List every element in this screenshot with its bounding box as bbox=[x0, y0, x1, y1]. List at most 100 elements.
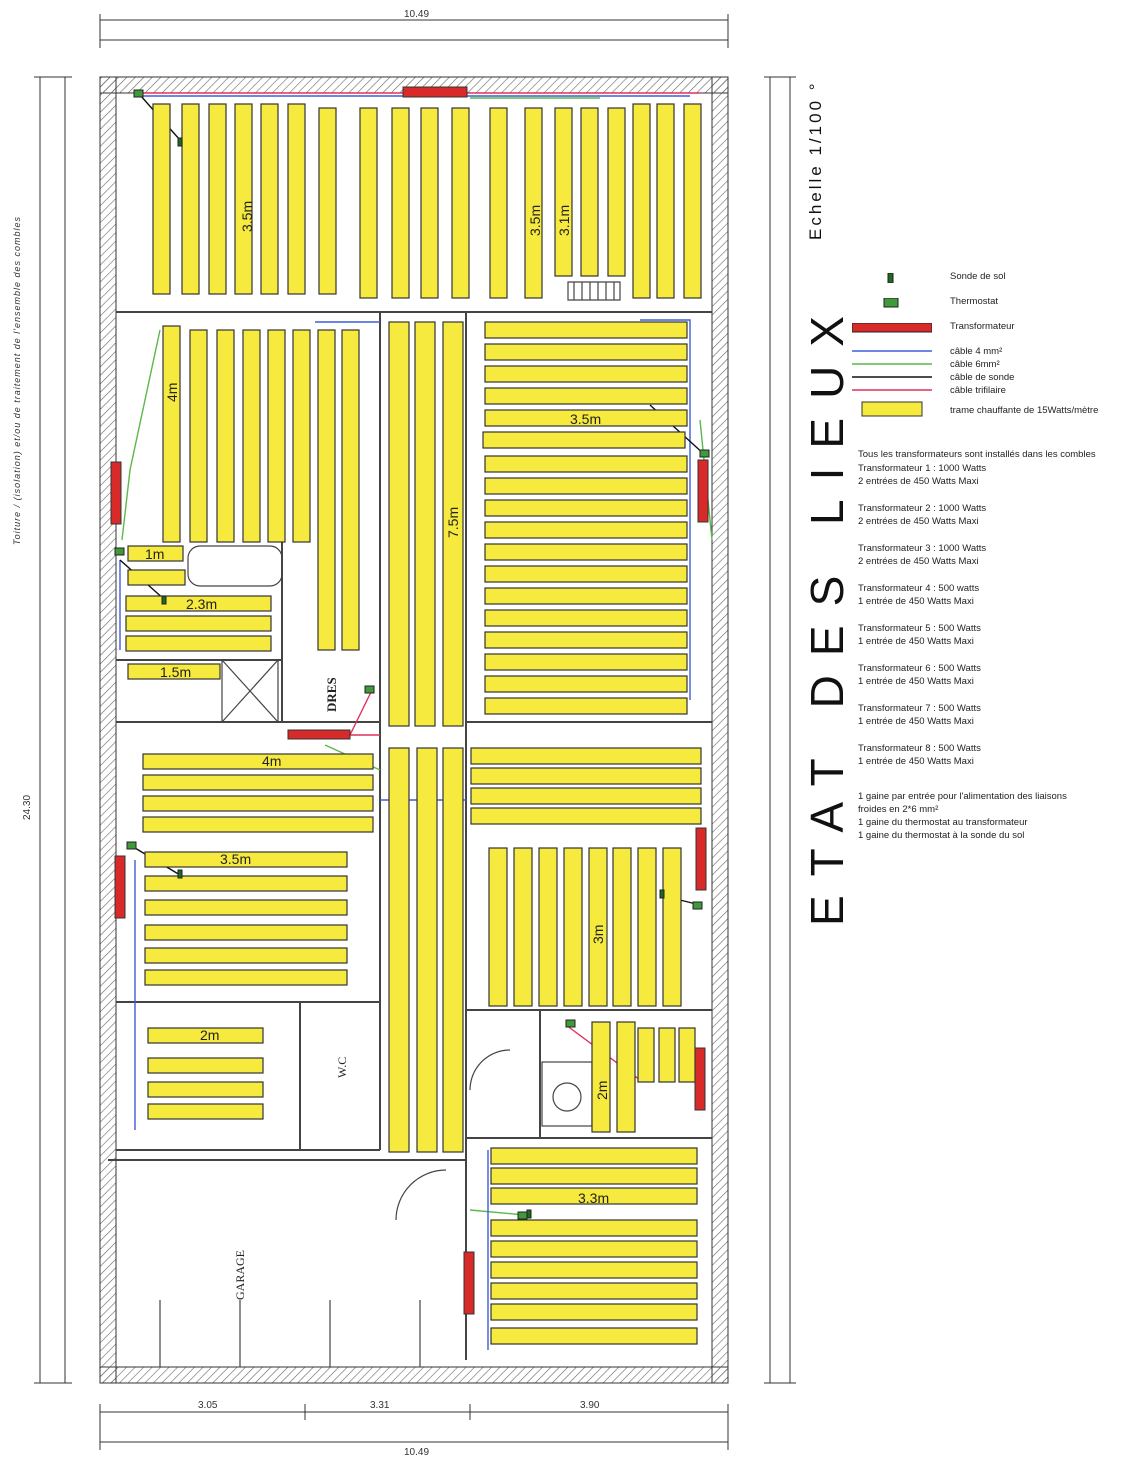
transformer-name: Transformateur 4 : 500 watts bbox=[858, 583, 980, 594]
heating-mat bbox=[420, 107, 439, 299]
heating-mat bbox=[484, 521, 688, 539]
transformer-detail: 2 entrées de 450 Watts Maxi bbox=[858, 556, 979, 567]
transformer-detail: 1 entrée de 450 Watts Maxi bbox=[858, 636, 974, 647]
transformer-icon bbox=[694, 1047, 706, 1111]
thermostat-icon bbox=[692, 901, 703, 910]
heating-mat bbox=[359, 107, 378, 299]
transformer-icon bbox=[697, 459, 709, 523]
heating-mat bbox=[607, 107, 626, 277]
heating-mat bbox=[484, 697, 688, 715]
heating-mat bbox=[580, 107, 599, 277]
heating-mat bbox=[181, 103, 200, 295]
heating-mat bbox=[588, 847, 608, 1007]
side-note: Toiture / (isolation) et/ou de traitemen… bbox=[12, 215, 22, 545]
heating-mat bbox=[127, 545, 184, 562]
transformer-detail: 1 entrée de 450 Watts Maxi bbox=[858, 596, 974, 607]
sensor-icon bbox=[177, 869, 183, 879]
sensor-icon bbox=[177, 137, 183, 147]
heating-mat bbox=[470, 807, 702, 825]
thermostat-icon bbox=[883, 298, 899, 308]
transformer-detail: 1 entrée de 450 Watts Maxi bbox=[858, 676, 974, 687]
heating-mat bbox=[388, 321, 410, 727]
dim-overall-height: 24.30 bbox=[22, 795, 33, 820]
heating-mat bbox=[391, 107, 410, 299]
sensor-icon bbox=[659, 889, 665, 899]
heating-mat bbox=[490, 1167, 698, 1185]
thermostat-icon bbox=[517, 1211, 528, 1220]
heating-mat bbox=[637, 847, 657, 1007]
heating-mat bbox=[484, 343, 688, 361]
mat-label: 3.3m bbox=[578, 1190, 609, 1206]
transformer-icon bbox=[402, 86, 468, 98]
heating-mat bbox=[414, 321, 436, 727]
heating-mat bbox=[144, 924, 348, 941]
heating-mat bbox=[442, 747, 464, 1153]
heating-mat bbox=[484, 653, 688, 671]
thermostat-icon bbox=[114, 547, 125, 556]
transformer-icon bbox=[463, 1251, 475, 1315]
heating-mat bbox=[490, 1282, 698, 1300]
heating-mat bbox=[470, 767, 702, 785]
legend-label: Transformateur bbox=[950, 321, 1015, 332]
legend-item: trame chauffante de 15Watts/mètre bbox=[852, 401, 1142, 419]
mat-label: 2.3m bbox=[186, 596, 217, 612]
transformer-name: Transformateur 5 : 500 Watts bbox=[858, 623, 981, 634]
thermostat-icon bbox=[126, 841, 137, 850]
heating-mat bbox=[632, 103, 651, 299]
dim-bottom-2: 3.31 bbox=[370, 1400, 390, 1411]
notes-footer-line: 1 gaine du thermostat à la sonde du sol bbox=[858, 830, 1025, 841]
heating-mat bbox=[144, 851, 348, 868]
transformer-name: Transformateur 8 : 500 Watts bbox=[858, 743, 981, 754]
transformers bbox=[110, 86, 709, 1315]
heating-mat bbox=[162, 325, 181, 543]
legend-item: câble trifilaire bbox=[852, 384, 1142, 396]
heating-mat bbox=[490, 1240, 698, 1258]
heating-mat bbox=[678, 1027, 696, 1083]
heating-mat bbox=[144, 969, 348, 986]
heating-mat bbox=[125, 615, 272, 632]
thermostat-icon bbox=[133, 89, 144, 98]
cable-4mm-line bbox=[852, 350, 932, 352]
heating-mat bbox=[484, 365, 688, 383]
heating-mat bbox=[144, 875, 348, 892]
transformer-icon bbox=[695, 827, 707, 891]
heating-mat bbox=[147, 1081, 264, 1098]
transformer-note: Transformateur 8 : 500 Watts 1 entrée de… bbox=[858, 742, 1140, 768]
heating-mat bbox=[318, 107, 337, 295]
sensor-icon bbox=[526, 1209, 532, 1219]
heating-mat bbox=[416, 747, 438, 1153]
heating-mat bbox=[484, 543, 688, 561]
transformer-name: Transformateur 2 : 1000 Watts bbox=[858, 503, 987, 514]
mat-label: 3m bbox=[590, 925, 606, 944]
transformer-name: Transformateur 3 : 1000 Watts bbox=[858, 543, 987, 554]
transformer-note: Transformateur 6 : 500 Watts 1 entrée de… bbox=[858, 662, 1140, 688]
mat-label: 4m bbox=[262, 753, 281, 769]
thermostat-icon bbox=[565, 1019, 576, 1028]
mat-label: 3.5m bbox=[220, 851, 251, 867]
transformer-note: Transformateur 2 : 1000 Watts 2 entrées … bbox=[858, 502, 1140, 528]
notes-intro: Tous les transformateurs sont installés … bbox=[858, 449, 1096, 460]
heating-mat bbox=[147, 1057, 264, 1074]
heating-mat bbox=[484, 477, 688, 495]
heating-mats bbox=[125, 103, 702, 1345]
transformer-name: Transformateur 6 : 500 Watts bbox=[858, 663, 981, 674]
heating-mat bbox=[292, 329, 311, 543]
heating-mat bbox=[125, 635, 272, 652]
heating-mat bbox=[388, 747, 410, 1153]
heating-mat bbox=[189, 329, 208, 543]
legend-item: Thermostat bbox=[852, 295, 1142, 310]
room-label-dres: DRES bbox=[324, 677, 339, 712]
heating-mat bbox=[242, 329, 261, 543]
scale-label: Echelle 1/100 ° bbox=[806, 80, 825, 240]
heating-mat bbox=[317, 329, 336, 651]
heating-mat bbox=[484, 609, 688, 627]
heating-mat bbox=[482, 431, 686, 449]
heating-mat bbox=[591, 1021, 611, 1133]
heating-mat bbox=[484, 675, 688, 693]
mat-label: 3.5m bbox=[527, 205, 543, 236]
heating-mat bbox=[142, 774, 374, 791]
heating-mat bbox=[612, 847, 632, 1007]
legend-item: câble de sonde bbox=[852, 371, 1142, 383]
transformer-note: Transformateur 7 : 500 Watts 1 entrée de… bbox=[858, 702, 1140, 728]
